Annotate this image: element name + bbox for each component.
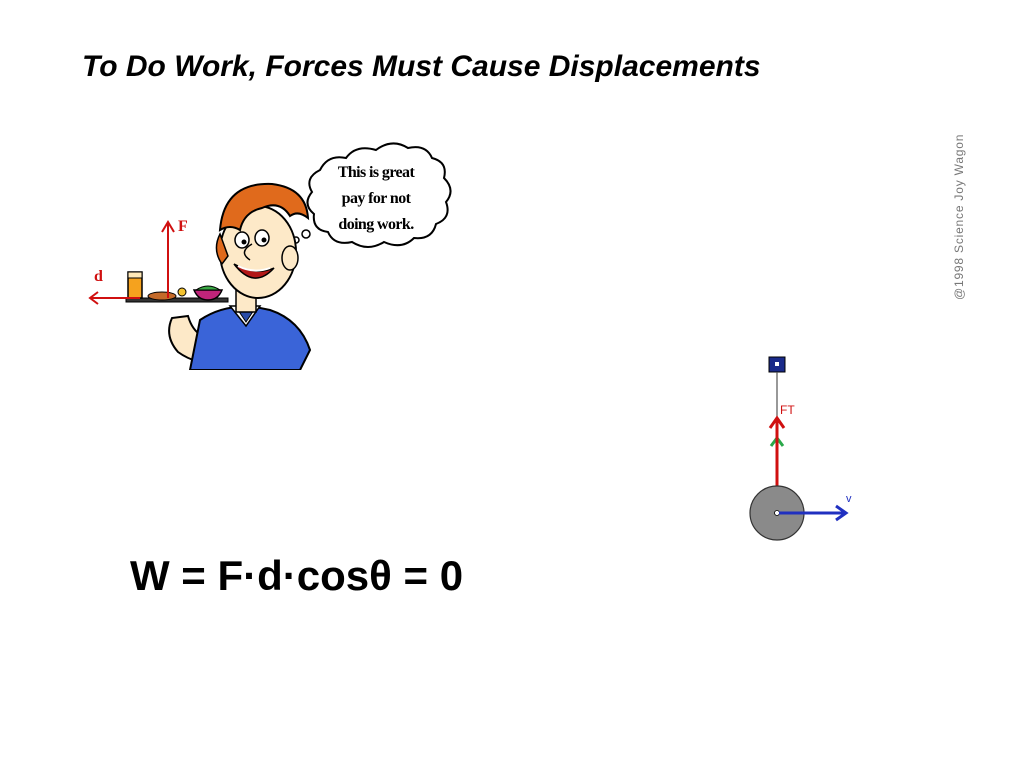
force-label: F [178,218,188,235]
copyright-credit: @1998 Science Joy Wagon [952,133,966,300]
displacement-label: d [94,268,103,285]
bubble-line-2: pay for not [341,190,411,207]
thought-bubble-text: This is great pay for not doing work. [318,160,434,238]
waiter-cartoon-icon [88,142,452,370]
work-equation: W = F·d·cosθ = 0 [130,552,464,599]
pendulum-icon [749,356,849,541]
thought-bubble-shape [306,142,452,248]
slide-title: To Do Work, Forces Must Cause Displaceme… [82,50,761,83]
bubble-line-3: doing work. [338,216,414,233]
bubble-line-1: This is great [337,164,415,181]
velocity-label: v [846,493,852,505]
tension-label: FT [780,403,795,417]
